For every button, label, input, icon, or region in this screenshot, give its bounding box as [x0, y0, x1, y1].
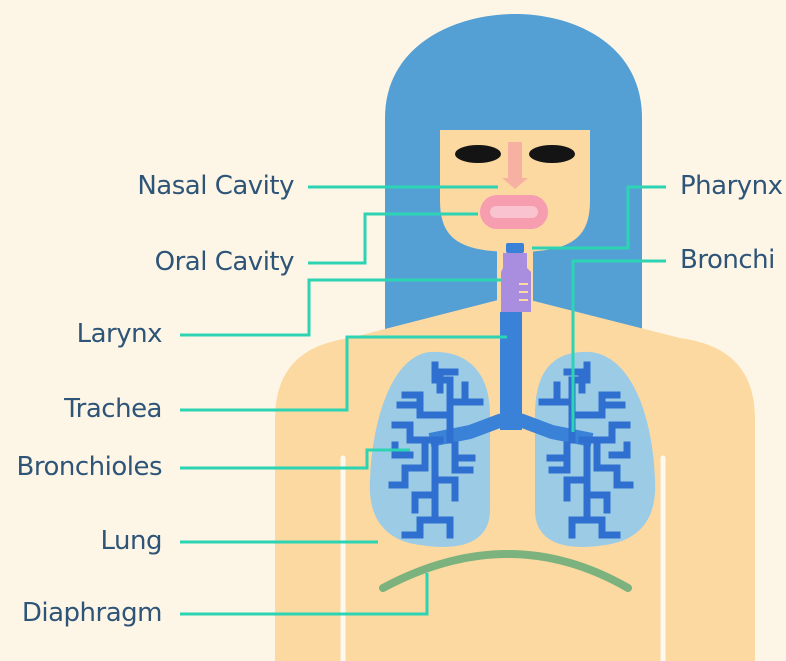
pharynx [506, 243, 524, 253]
larynx [501, 253, 531, 312]
label-pharynx: Pharynx [680, 170, 783, 202]
label-lung: Lung [101, 525, 163, 557]
left-eye [455, 145, 501, 163]
label-bronchi: Bronchi [680, 244, 775, 276]
label-bronchioles: Bronchioles [16, 451, 162, 483]
mouth-inner [490, 206, 538, 218]
label-diaphragm: Diaphragm [22, 597, 162, 629]
right-eye [529, 145, 575, 163]
label-oral-cavity: Oral Cavity [155, 246, 294, 278]
label-nasal-cavity: Nasal Cavity [137, 170, 294, 202]
label-larynx: Larynx [77, 318, 162, 350]
trachea [500, 312, 522, 430]
label-trachea: Trachea [64, 393, 162, 425]
